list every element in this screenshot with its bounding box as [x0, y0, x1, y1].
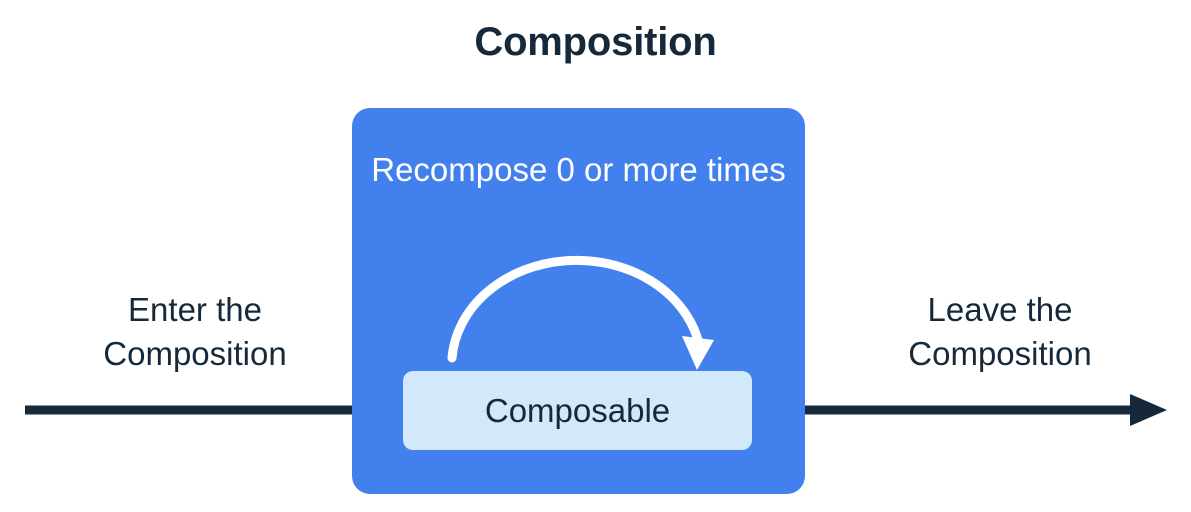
leave-composition-label-line1: Leave the	[927, 291, 1073, 328]
page-title: Composition	[474, 20, 717, 64]
leave-composition-label-line2: Composition	[908, 335, 1092, 372]
leave-composition-label: Leave the Composition	[845, 288, 1155, 376]
enter-composition-label-line2: Composition	[103, 335, 287, 372]
enter-composition-label: Enter the Composition	[40, 288, 350, 376]
leave-composition-arrow-icon	[747, 394, 1167, 426]
composable-node: Composable	[403, 371, 752, 450]
composable-node-label: Composable	[484, 391, 671, 429]
enter-composition-label-line1: Enter the	[128, 291, 262, 328]
recompose-label: Recompose 0 or more times	[371, 151, 786, 188]
